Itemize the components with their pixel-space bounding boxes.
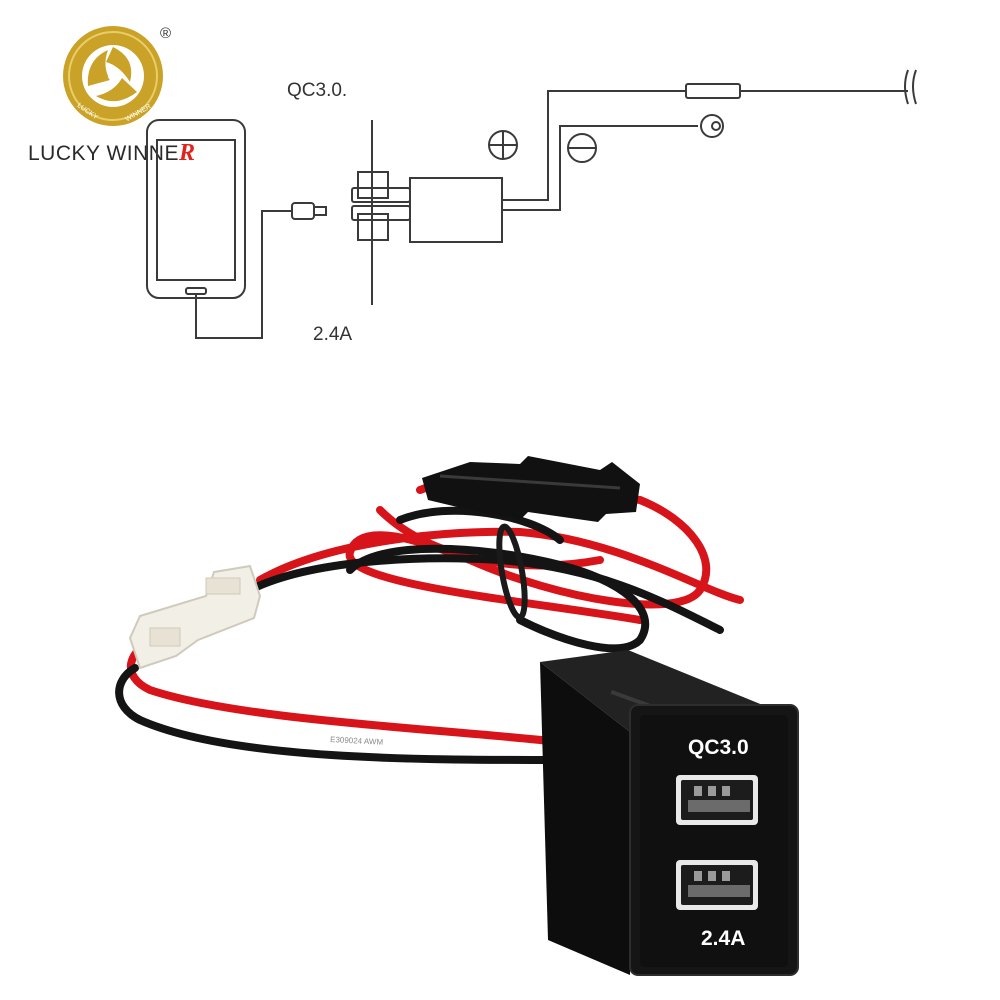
module-label-2-4a: 2.4A [701, 927, 745, 950]
wire-break-icon [904, 69, 917, 105]
positive-symbol [488, 130, 518, 160]
product-photo: E309024 AWM QC3.0 [115, 456, 799, 976]
white-connector [128, 564, 262, 670]
diagram-label-qc30: QC3.0. [287, 80, 347, 101]
negative-symbol [567, 133, 597, 163]
black-wire-main [115, 664, 564, 764]
inline-fuse-holder [422, 456, 640, 522]
brand-name-prefix: LUCKY WINNE [28, 142, 179, 165]
registered-mark: ® [160, 25, 171, 42]
red-wire-main [127, 636, 564, 746]
cable-printing: E309024 AWM [330, 735, 384, 747]
ring-terminal-icon [700, 114, 724, 138]
usb-charger-module: QC3.0 2.4A [540, 650, 799, 976]
fuse-icon [685, 83, 741, 99]
usb-port-top[interactable] [676, 775, 758, 825]
module-label-qc30: QC3.0 [688, 736, 749, 759]
diagram-label-2-4a: 2.4A [313, 324, 352, 345]
brand-name-suffix: R [178, 140, 196, 166]
wiring-diagram [146, 69, 917, 339]
brand-logo: LUCKY WINNER ® LUCKY WINNER [28, 25, 196, 166]
usb-port-bottom[interactable] [676, 860, 758, 910]
usb-plug-icon [291, 202, 327, 220]
zip-tie [496, 523, 528, 621]
brand-name: LUCKY WINNER [28, 140, 196, 166]
